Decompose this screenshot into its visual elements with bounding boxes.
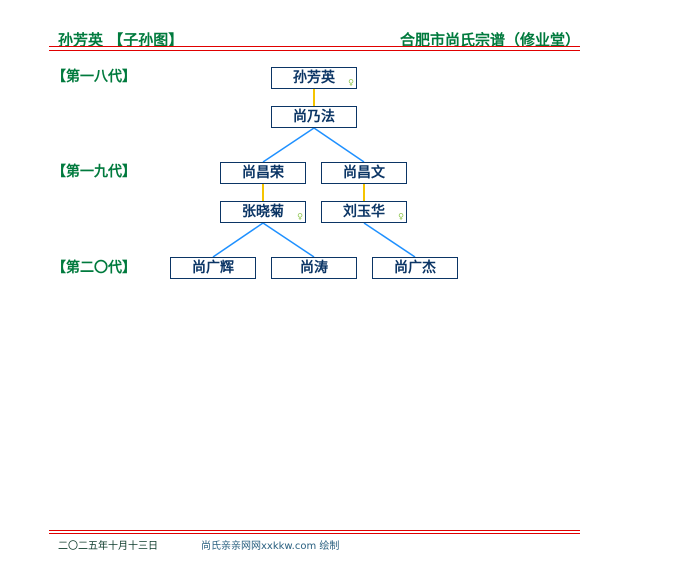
person-name: 尚广辉 (192, 260, 234, 276)
female-icon: ♀ (398, 212, 404, 221)
female-icon: ♀ (297, 212, 303, 221)
footer-rule (49, 530, 580, 531)
person-box[interactable]: 孙芳英 ♀ (271, 67, 357, 89)
generation-label: 【第一九代】 (52, 164, 136, 180)
person-box[interactable]: 尚涛 (271, 257, 357, 279)
person-box[interactable]: 尚广杰 (372, 257, 458, 279)
child-link (212, 222, 264, 258)
person-name: 尚昌荣 (242, 165, 284, 181)
person-box[interactable]: 张晓菊 ♀ (220, 201, 306, 223)
genealogy-title: 合肥市尚氏宗谱（修业堂） (399, 31, 580, 49)
person-name: 尚昌文 (343, 165, 385, 181)
person-name: 张晓菊 (242, 204, 284, 220)
footer-rule (49, 533, 580, 534)
footer-credit: 尚氏亲亲网网xxkkw.com 绘制 (201, 541, 340, 552)
person-box[interactable]: 尚乃法 (271, 106, 357, 128)
female-icon: ♀ (348, 78, 354, 87)
child-link (313, 127, 365, 163)
footer-date: 二〇二五年十月十三日 (58, 541, 158, 552)
child-link (363, 222, 416, 258)
header-rule (49, 46, 580, 47)
child-link (262, 127, 315, 163)
person-name: 刘玉华 (343, 204, 385, 220)
person-box[interactable]: 尚广辉 (170, 257, 256, 279)
person-name: 孙芳英 (293, 70, 335, 86)
person-name: 尚涛 (300, 260, 328, 276)
person-box[interactable]: 尚昌荣 (220, 162, 306, 184)
child-link (262, 222, 315, 258)
person-name: 尚广杰 (394, 260, 436, 276)
person-box[interactable]: 尚昌文 (321, 162, 407, 184)
generation-label: 【第一八代】 (52, 69, 136, 85)
person-name: 尚乃法 (293, 109, 335, 125)
header-rule (49, 50, 580, 51)
person-box[interactable]: 刘玉华 ♀ (321, 201, 407, 223)
generation-label: 【第二〇代】 (52, 260, 136, 276)
page-title: 孙芳英 【子孙图】 (58, 31, 184, 49)
